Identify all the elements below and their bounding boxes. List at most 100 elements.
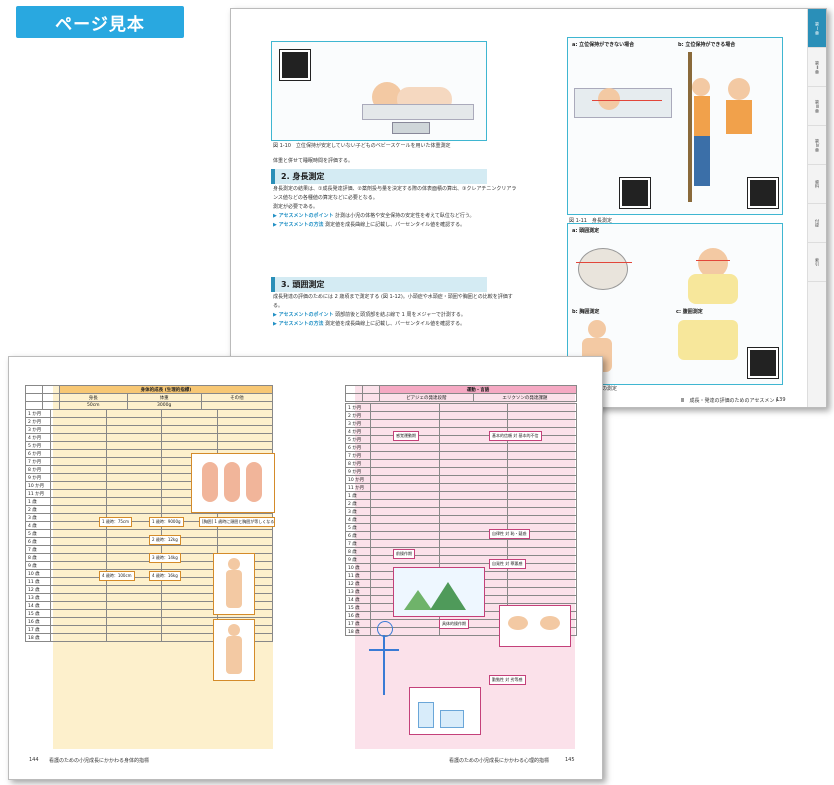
chapter-tab: 索引 xyxy=(808,243,826,282)
table-cell xyxy=(507,467,577,476)
table-cell xyxy=(216,409,273,418)
age-label: 13 歳 xyxy=(25,593,51,602)
table-cell xyxy=(370,539,440,548)
body-figure-illustration xyxy=(369,621,399,731)
table-cell xyxy=(50,529,107,538)
table-cell xyxy=(50,561,107,570)
table-cell xyxy=(161,625,218,634)
table-cell xyxy=(50,489,107,498)
table-cell xyxy=(50,569,107,578)
mountain-shape xyxy=(404,590,432,610)
age-label: 5 か月 xyxy=(25,441,51,450)
fetal-growth-illustration xyxy=(191,453,275,513)
age-label: 3 歳 xyxy=(25,513,51,522)
table-cell xyxy=(438,547,509,556)
figure-label-b: b: 胸囲測定 xyxy=(572,309,600,315)
table-cell xyxy=(438,475,509,484)
page-footer: 看護のための小児成長にかかわる心理的指標 xyxy=(449,758,550,764)
hand-shape xyxy=(508,616,528,630)
column-header: エリクソンの発達課題 xyxy=(472,393,578,402)
hand-shape xyxy=(540,616,560,630)
table-cell xyxy=(507,475,577,484)
table-cell xyxy=(438,443,509,452)
age-label: 10 か月 xyxy=(25,481,51,490)
table-cell xyxy=(50,609,107,618)
table-header: 身体的成長 (生理的指標) xyxy=(59,385,273,394)
age-label: 7 歳 xyxy=(25,545,51,554)
age-label: 11 歳 xyxy=(345,571,371,580)
age-label: 15 歳 xyxy=(345,603,371,612)
table-cell xyxy=(507,443,577,452)
table-cell xyxy=(105,593,162,602)
figure-height-measurement: a: 立位保持ができない場合 b: 立位保持ができる場合 xyxy=(567,37,783,215)
child-profile-body xyxy=(726,100,752,134)
age-label: 10 歳 xyxy=(345,563,371,572)
table-cell xyxy=(507,491,577,500)
table-cell xyxy=(105,625,162,634)
table-cell xyxy=(105,481,162,490)
age-label: 10 歳 xyxy=(25,569,51,578)
age-label: 2 歳 xyxy=(345,499,371,508)
table-cell xyxy=(370,507,440,516)
body-paragraph-2: 成長発達の評価のためには 2 歳頃まで測定する (図 1-12)。小頭症や水頭症… xyxy=(273,294,513,327)
table-cell xyxy=(370,443,440,452)
infant-body-illustration xyxy=(688,274,738,304)
table-cell xyxy=(370,523,440,532)
table-cell xyxy=(438,499,509,508)
age-label: 9 か月 xyxy=(345,467,371,476)
age-label: 17 歳 xyxy=(345,619,371,628)
age-label: 14 歳 xyxy=(25,601,51,610)
figure-caption: 図 1-10 立位保持が安定していない子どものベビースケールを用いた体重測定 xyxy=(273,143,451,149)
age-label: 5 歳 xyxy=(345,523,371,532)
qr-code-icon xyxy=(279,49,311,81)
child-legs-illustration xyxy=(694,136,710,186)
table-cell xyxy=(216,529,273,538)
table-cell xyxy=(438,411,509,420)
table-cell xyxy=(507,419,577,428)
table-cell xyxy=(50,537,107,546)
table-cell xyxy=(105,409,162,418)
age-label: 17 歳 xyxy=(25,625,51,634)
measure-line xyxy=(576,262,632,263)
age-label: 7 か月 xyxy=(345,451,371,460)
table-cell xyxy=(507,515,577,524)
table-cell xyxy=(105,465,162,474)
body-text: 体重と併せて睡眠時間を評価する。 xyxy=(273,158,354,164)
table-cell xyxy=(50,625,107,634)
table-cell xyxy=(161,585,218,594)
section-heading-height: 2. 身長測定 xyxy=(271,169,487,184)
table-cell xyxy=(50,409,107,418)
height-milestone: 1 歳時：75cm xyxy=(99,517,133,527)
table-cell xyxy=(105,433,162,442)
table-cell xyxy=(507,587,577,596)
table-cell xyxy=(507,403,577,412)
table-cell xyxy=(105,417,162,426)
fetus-figure xyxy=(224,462,240,502)
table-cell xyxy=(370,499,440,508)
abdomen-illustration xyxy=(678,320,738,360)
age-label: 13 歳 xyxy=(345,587,371,596)
growth-table-left: 身体的成長 (生理的指標) 身長 体重 その他 50cm 3000g xyxy=(25,385,274,410)
table-cell xyxy=(161,441,218,450)
table-cell xyxy=(438,491,509,500)
table-cell xyxy=(50,465,107,474)
table-cell xyxy=(370,467,440,476)
figure-label-a: a: 頭囲測定 xyxy=(572,228,600,234)
age-label: 16 歳 xyxy=(25,617,51,626)
height-milestone: 4 歳時：100cm xyxy=(99,571,135,581)
age-label: 1 か月 xyxy=(345,403,371,412)
table-cell xyxy=(50,457,107,466)
age-label: 3 か月 xyxy=(25,425,51,434)
table-cell xyxy=(105,609,162,618)
baby-scale-tray xyxy=(362,104,474,120)
fetus-figure xyxy=(246,462,262,502)
age-label: 6 歳 xyxy=(345,531,371,540)
figure-baby-scale xyxy=(271,41,487,141)
table-cell xyxy=(161,601,218,610)
table-cell xyxy=(370,411,440,420)
weight-milestone: 4 歳時：16kg xyxy=(149,571,181,581)
table-cell xyxy=(50,585,107,594)
piaget-stage: 感覚運動期 xyxy=(393,431,419,441)
